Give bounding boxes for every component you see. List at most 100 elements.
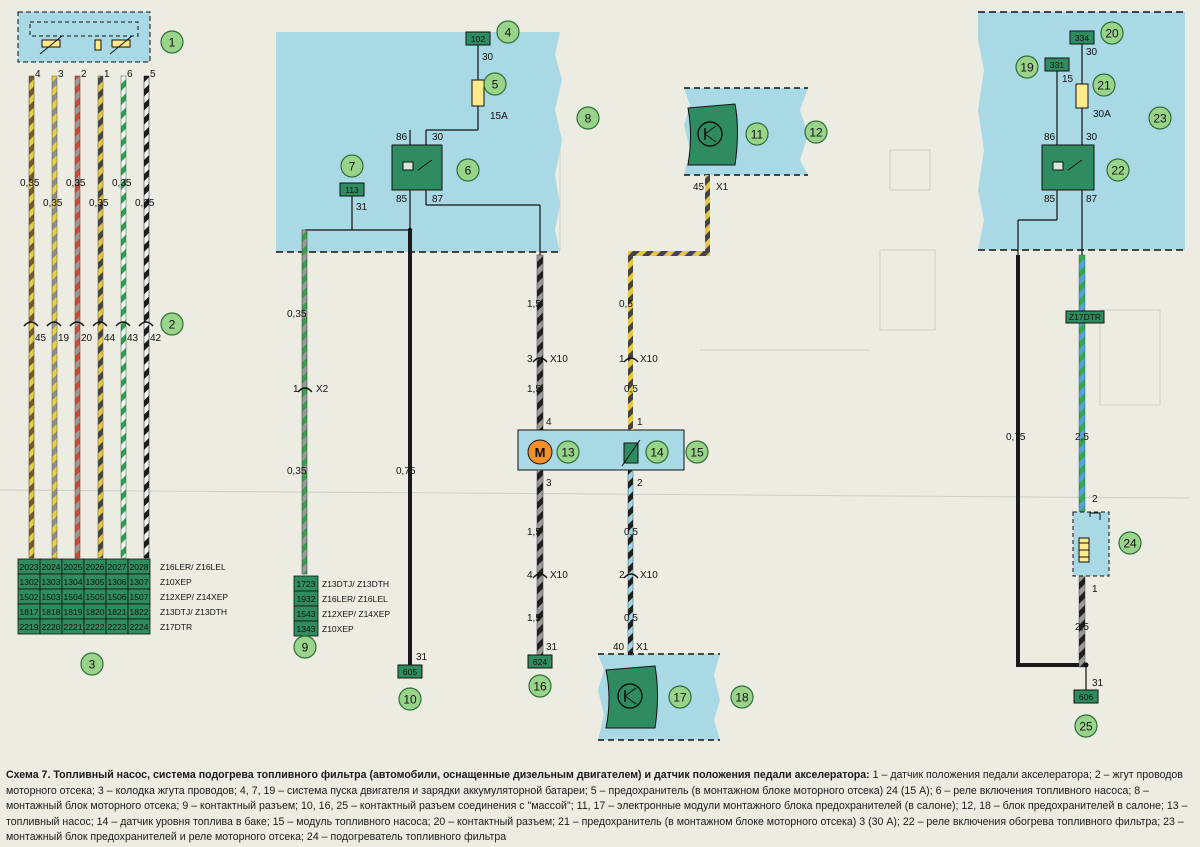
callout-14: 14 — [650, 446, 664, 460]
size-ground-10: 0,75 — [396, 466, 416, 477]
pump-feed-wire — [536, 254, 544, 431]
callout-circle-17 — [668, 685, 692, 709]
block3-engine-1: Z16LER/ Z16LEL — [160, 562, 226, 572]
callout-circle-6 — [456, 158, 480, 182]
pin-4-pump: 4 — [546, 417, 552, 428]
pin-2-sensor14: 2 — [637, 478, 643, 489]
block3-cell-text: 2219 — [20, 622, 39, 632]
callout-circle-2 — [160, 312, 184, 336]
block3-cell-text: 1302 — [20, 577, 39, 587]
connector-x1-b: X1 — [636, 642, 649, 653]
callout-circle-3 — [80, 652, 104, 676]
block3-cell-text: 2023 — [20, 562, 39, 572]
block3-cell-text: 1506 — [108, 592, 127, 602]
terminal-334: 334 — [1075, 33, 1089, 43]
pedal-position-sensor-1 — [17, 11, 151, 63]
pin-2-heater: 2 — [1092, 494, 1098, 505]
ground-terminals: 605 624 606 — [397, 654, 1099, 704]
level-sensor-wires — [627, 175, 710, 656]
sensor-wire-size-6: 0,35 — [135, 198, 155, 209]
callout-12: 12 — [809, 126, 823, 140]
sensor-wire-size-2: 0,35 — [43, 198, 63, 209]
callout-25: 25 — [1079, 720, 1093, 734]
block3-cell-text: 1817 — [20, 607, 39, 617]
pin-1-x2: 1 — [293, 384, 299, 395]
block3-cell-text: 1504 — [64, 592, 83, 602]
block3-cell-text: 2027 — [108, 562, 127, 572]
harness-wire-45: 45 — [35, 333, 47, 344]
block3-cell-text: 1819 — [64, 607, 83, 617]
heater-feed-wire — [1078, 254, 1086, 514]
pin-85-b: 85 — [1044, 194, 1056, 205]
terminal-113: 113 — [345, 185, 359, 195]
size-level-3: 0,5 — [624, 527, 638, 538]
callout-circle-9 — [293, 635, 317, 659]
size-heater-2: 2,5 — [1075, 622, 1089, 633]
block3-cell-text: 1821 — [108, 607, 127, 617]
pin-15: 15 — [1062, 74, 1074, 85]
pin-87-b: 87 — [1086, 194, 1098, 205]
callout-6: 6 — [465, 164, 472, 178]
block3-cell-text: 1820 — [86, 607, 105, 617]
pin-86-a: 86 — [396, 132, 408, 143]
heater-ground-wire — [1078, 574, 1086, 668]
pin-3-x10: 3 — [527, 354, 533, 365]
harness-wire-19: 19 — [58, 333, 70, 344]
callout-circle-14 — [645, 440, 669, 464]
sensor-pin-2: 2 — [81, 69, 87, 80]
terminal-624: 624 — [533, 657, 547, 667]
sensor-pin-4: 4 — [35, 69, 41, 80]
callout-1: 1 — [169, 36, 176, 50]
block3-cell-text: 1507 — [130, 592, 149, 602]
relay-6-circuit: 102 113 — [305, 31, 540, 233]
block9-cell-text: 1343 — [297, 624, 316, 634]
callout-5: 5 — [492, 78, 499, 92]
callout-24: 24 — [1123, 537, 1137, 551]
pin-45-x1: 45 — [693, 182, 705, 193]
callout-circle-21 — [1092, 73, 1116, 97]
pin-1-x10: 1 — [619, 354, 625, 365]
callout-16: 16 — [533, 680, 547, 694]
callout-circle-7 — [340, 154, 364, 178]
callout-circle-15 — [685, 440, 709, 464]
sensor-pin-5: 5 — [150, 69, 156, 80]
callout-circle-16 — [528, 674, 552, 698]
electronic-module-11 — [687, 103, 738, 166]
size-pump-4: 1,5 — [527, 613, 541, 624]
pin-30-c: 30 — [1086, 47, 1098, 58]
sensor-wire-size-1: 0,35 — [20, 178, 40, 189]
callout-circle-24 — [1118, 531, 1142, 555]
callout-circle-18 — [730, 685, 754, 709]
block3-cell-text: 1306 — [108, 577, 127, 587]
pin-30-a: 30 — [482, 52, 494, 63]
pin-30-d: 30 — [1086, 132, 1098, 143]
connector-x2: X2 — [316, 384, 329, 395]
callout-circle-23 — [1148, 106, 1172, 130]
pin-30-b: 30 — [432, 132, 444, 143]
block3-cell-text: 2221 — [64, 622, 83, 632]
block9-engine-2: Z16LER/ Z16LEL — [322, 594, 388, 604]
block3-cell-text: 2222 — [86, 622, 105, 632]
pin-86-b: 86 — [1044, 132, 1056, 143]
motor-symbol: M — [535, 445, 546, 460]
pin-2-x10: 2 — [619, 570, 625, 581]
block3-cell-text: 2026 — [86, 562, 105, 572]
block3-cell-text: 1502 — [20, 592, 39, 602]
sensor-wire-size-4: 0,35 — [89, 198, 109, 209]
block3-cell-text: 2224 — [130, 622, 149, 632]
terminal-605: 605 — [403, 667, 417, 677]
sensor-wire-size-labels: 0,350,350,350,350,350,35 — [20, 178, 155, 209]
callout-19: 19 — [1020, 61, 1034, 75]
block3-cell-text: 2024 — [42, 562, 61, 572]
callout-4: 4 — [505, 26, 512, 40]
callout-9: 9 — [302, 641, 309, 655]
block3-engine-5: Z17DTR — [160, 622, 192, 632]
block3-engine-4: Z13DTJ/ Z13DTH — [160, 607, 227, 617]
callout-circle-10 — [398, 687, 422, 711]
callout-circle-5 — [483, 72, 507, 96]
callout-11: 11 — [751, 128, 764, 142]
